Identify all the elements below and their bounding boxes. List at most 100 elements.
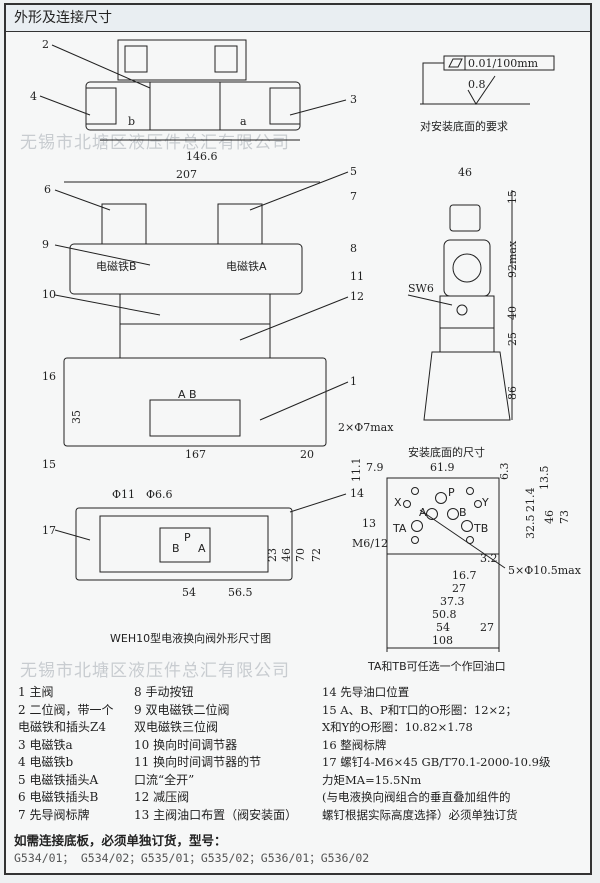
legend-item: 16 整阀标牌	[322, 737, 387, 752]
callout-13: 13	[362, 517, 376, 530]
port-x: X	[394, 496, 402, 509]
dim-16-7: 16.7	[452, 569, 477, 582]
dim-2xphi7max: 2×Φ7max	[338, 421, 394, 434]
legend-col-3: 14 先导油口位置 15 A、B、P和T口的O形圈：12×2； X和Y的O形圈：…	[322, 684, 550, 824]
dim-3-2: 3.2	[480, 552, 498, 565]
dim-27: 27	[452, 582, 466, 595]
legend-item: (与电液换向阀组合的垂直叠加组件的	[322, 790, 511, 804]
label-p: P	[184, 531, 191, 544]
dim-20: 20	[300, 448, 314, 461]
legend-item: 10 换向时间调节器	[134, 737, 238, 752]
callout-12: 12	[350, 290, 364, 303]
dim-207: 207	[176, 168, 197, 181]
dim-146-6: 146.6	[186, 150, 218, 163]
legend-item: 17 螺钉4-M6×45 GB/T70.1-2000-10.9级	[322, 755, 551, 769]
dim-50-8: 50.8	[432, 608, 457, 621]
legend-item: X和Y的O形圈：10.82×1.78	[322, 720, 473, 734]
callout-2: 2	[42, 38, 49, 51]
dim-73: 73	[558, 510, 571, 524]
dim-72: 72	[310, 548, 323, 562]
legend-item: 12 减压阀	[134, 790, 190, 804]
callout-9: 9	[42, 238, 49, 251]
legend-item: 力矩MA=15.5Nm	[322, 772, 422, 787]
dim-56-5: 56.5	[228, 586, 253, 599]
callout-6: 6	[44, 183, 51, 196]
callout-14: 14	[350, 487, 364, 500]
legend-item: 14 先导油口位置	[322, 685, 410, 699]
port-tb: TB	[473, 522, 488, 535]
callout-10: 10	[42, 288, 56, 301]
dim-23: 23	[266, 548, 279, 562]
port-y: Y	[481, 496, 489, 509]
pilot-valve-body	[85, 81, 301, 131]
callout-8: 8	[350, 242, 357, 255]
dim-54: 54	[436, 621, 450, 634]
dim-35: 35	[70, 410, 83, 424]
dim-37-3: 37.3	[440, 595, 465, 608]
dim-21-4: 21.4	[524, 488, 537, 513]
legend-col-1: 1 主阀 2 二位阀，带一个 电磁铁和插头Z4 3 电磁铁a 4 电磁铁b 5 …	[18, 684, 113, 824]
label-a: A	[198, 542, 206, 555]
drawing-frame: 外形及连接尺寸	[4, 3, 592, 875]
label-a: a	[240, 115, 247, 128]
watermark: 无锡市北塘区液压件总汇有限公司	[20, 133, 290, 153]
dim-54: 54	[182, 586, 196, 599]
roughness-value: 0.8	[468, 78, 486, 91]
callout-1: 1	[350, 375, 357, 388]
dim-108: 108	[432, 634, 453, 647]
legend-item: 3 电磁铁a	[18, 737, 73, 752]
dim-46: 46	[458, 166, 472, 179]
legend-item: 1 主阀	[18, 685, 54, 699]
surface-requirement: 0.01/100mm 0.8 对安装底面的要求	[420, 55, 555, 133]
legend-item: 6 电磁铁插头B	[18, 790, 99, 804]
callout-3: 3	[350, 93, 357, 106]
mounting-surface: 2×Φ7max 安装底面的尺寸 11.1 7.9 61.9 6.3 13.5 2…	[338, 421, 582, 673]
legend-item: 8 手动按钮	[134, 685, 194, 699]
watermark-bottom: 无锡市北塘区液压件总汇有限公司	[20, 661, 290, 681]
legend-item: 螺钉根据实际高度选择）必须单独订货	[322, 807, 518, 822]
legend-item: 电磁铁和插头Z4	[18, 720, 106, 734]
dim-70: 70	[294, 548, 307, 562]
dim-phi6-6: Φ6.6	[146, 488, 173, 501]
port-ta: TA	[392, 522, 407, 535]
callout-17: 17	[42, 524, 56, 537]
dim-167: 167	[185, 448, 206, 461]
dim-61-9: 61.9	[430, 461, 455, 474]
port-p: P	[448, 486, 455, 499]
label-b: B	[172, 542, 180, 555]
order-note: 如需连接底板，必须单独订货，型号：	[14, 833, 227, 848]
section-title: 外形及连接尺寸	[6, 5, 590, 32]
callout-4: 4	[30, 90, 37, 103]
dim-46: 46	[280, 548, 293, 562]
legend-item: 5 电磁铁插头A	[18, 772, 99, 787]
dim-7-9: 7.9	[366, 461, 384, 474]
plan-caption: WEH10型电液换向阀外形尺寸图	[110, 631, 271, 645]
flatness-tolerance: 0.01/100mm	[468, 57, 539, 70]
callout-16: 16	[42, 370, 56, 383]
top-view: 146.6 b a 2 4 3	[30, 38, 357, 163]
legend-item: 9 双电磁铁二位阀	[134, 702, 230, 717]
legend-item: 2 二位阀，带一个	[18, 702, 114, 717]
legend-item: 15 A、B、P和T口的O形圈：12×2；	[322, 702, 517, 717]
callout-5: 5	[350, 165, 357, 178]
pilot-plug-outline	[117, 39, 247, 81]
label-ports-ab: A B	[178, 388, 197, 401]
dim-13-5: 13.5	[538, 466, 551, 491]
dim-32-5: 32.5	[524, 515, 537, 540]
plan-view: Φ11 Φ6.6 B P A 23 46 70 72 54 56.5 14 17…	[42, 487, 364, 645]
label-b: b	[128, 115, 135, 128]
dim-46: 46	[543, 510, 556, 524]
surface-caption: 对安装底面的要求	[420, 119, 508, 133]
dim-27b: 27	[480, 621, 494, 634]
legend-item: 口流“全开”	[134, 772, 195, 787]
legend-item: 7 先导阀标牌	[18, 807, 90, 822]
dim-11-1: 11.1	[350, 458, 363, 483]
label-coil-a: 电磁铁A	[226, 260, 267, 273]
legend-item: 双电磁铁三位阀	[134, 720, 219, 734]
side-view: 46 15 92max 40 25 86 SW6	[407, 166, 519, 421]
front-view: 207 电磁铁B 电磁铁A A B 35 167 20 5 7 6 9 8 10…	[42, 165, 364, 471]
callout-11: 11	[350, 270, 364, 283]
thread-m6-12: M6/12	[352, 537, 388, 550]
subplate-models: G534/01； G534/02；G535/01；G535/02；G536/01…	[14, 851, 370, 865]
